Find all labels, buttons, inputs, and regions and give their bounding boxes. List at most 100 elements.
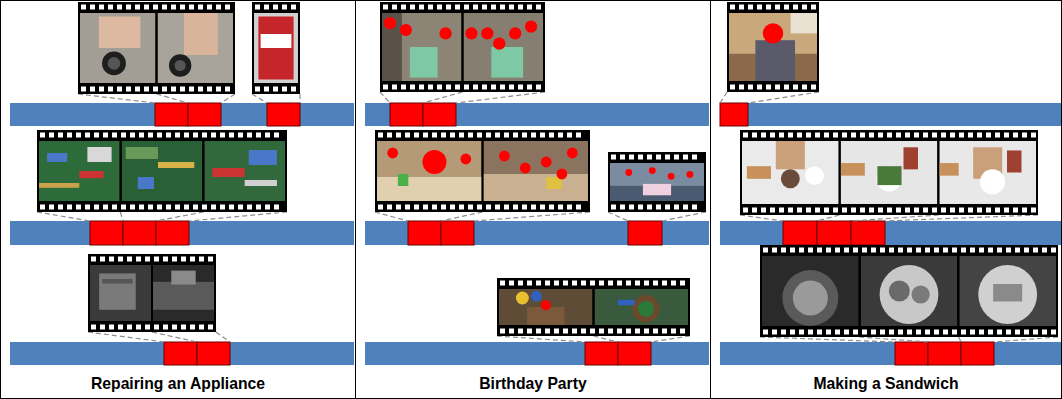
sprocket-hole (793, 85, 798, 90)
sprocket-hole (590, 329, 595, 334)
sprocket-hole (536, 5, 541, 10)
frame-detail (158, 162, 194, 168)
sprocket-hole (757, 5, 762, 10)
sprocket-hole (441, 133, 446, 138)
guide-line (423, 92, 463, 103)
sprocket-hole (925, 330, 930, 335)
sprocket-hole (216, 5, 221, 10)
filmstrip-body (380, 2, 545, 92)
sprocket-hole (647, 205, 652, 210)
sprocket-hole (486, 205, 491, 210)
sprocket-hole (558, 205, 563, 210)
filmstrip (727, 2, 819, 92)
sprocket-hole (99, 87, 104, 92)
frame-detail (782, 270, 838, 326)
sprocket-hole (811, 85, 816, 90)
sprocket-hole (970, 330, 975, 335)
sprocket-hole (85, 205, 90, 210)
guide-line (885, 215, 1038, 221)
filmstrip (37, 130, 287, 212)
sprocket-hole (1031, 208, 1036, 213)
sprocket-hole (282, 87, 287, 92)
filmstrip-body (497, 278, 690, 336)
sprocket-hole (274, 205, 279, 210)
sprocket-hole (797, 133, 802, 138)
sprocket-hole (509, 85, 514, 90)
sprocket-hole (662, 281, 667, 286)
sprocket-hole (193, 205, 198, 210)
sprocket-hole (247, 205, 252, 210)
sprocket-hole (518, 5, 523, 10)
sprocket-hole (871, 330, 876, 335)
frame-background (762, 256, 859, 326)
sprocket-hole (656, 205, 661, 210)
sprocket-hole (482, 85, 487, 90)
guide-line (474, 212, 590, 221)
sprocket-hole (898, 248, 903, 253)
selected-segment (90, 221, 123, 245)
sprocket-hole (108, 5, 113, 10)
sprocket-hole (238, 205, 243, 210)
guide-line (859, 337, 928, 342)
video-frame (158, 13, 234, 83)
sprocket-hole (495, 133, 500, 138)
frame-detail (398, 174, 408, 186)
frame-detail (793, 281, 828, 316)
sprocket-hole (896, 133, 901, 138)
video-frame (90, 265, 151, 321)
sprocket-hole (934, 330, 939, 335)
sprocket-hole (576, 133, 581, 138)
sprocket-hole (563, 281, 568, 286)
frame-detail (138, 177, 154, 189)
sprocket-hole (1006, 248, 1011, 253)
sprocket-hole (180, 87, 185, 92)
frame-detail (556, 169, 567, 180)
frame-detail (791, 13, 817, 33)
frame-detail (102, 52, 126, 76)
frame-detail (258, 17, 293, 80)
sprocket-hole (477, 133, 482, 138)
frame-background (122, 141, 203, 201)
sprocket-hole (752, 208, 757, 213)
frame-detail (781, 169, 800, 188)
sprocket-hole (199, 257, 204, 262)
sprocket-hole (799, 248, 804, 253)
sprocket-hole (808, 248, 813, 253)
sprocket-hole (1022, 208, 1027, 213)
frame-detail (493, 37, 505, 49)
panel-caption: Repairing an Appliance (1, 374, 355, 394)
sprocket-hole (67, 205, 72, 210)
sprocket-hole (997, 330, 1002, 335)
sprocket-hole (581, 281, 586, 286)
sprocket-hole (527, 85, 532, 90)
sprocket-hole (608, 281, 613, 286)
sprocket-hole (968, 208, 973, 213)
sprocket-hole (779, 133, 784, 138)
frame-background (153, 265, 214, 321)
sprocket-hole (988, 330, 993, 335)
sprocket-hole (907, 330, 912, 335)
sprocket-hole (761, 208, 766, 213)
sprocket-hole (671, 281, 676, 286)
sprocket-hole (198, 5, 203, 10)
sprocket-hole (208, 257, 213, 262)
frame-detail (686, 171, 693, 178)
sprocket-hole (833, 208, 838, 213)
sprocket-hole (763, 248, 768, 253)
sprocket-hole (273, 87, 278, 92)
sprocket-hole (90, 5, 95, 10)
filmstrip (380, 2, 545, 92)
sprocket-hole (629, 205, 634, 210)
guide-line (189, 212, 287, 221)
sprocket-hole (410, 85, 415, 90)
sprocket-hole (1004, 208, 1009, 213)
sprocket-hole (878, 133, 883, 138)
sprocket-hole (563, 329, 568, 334)
sprocket-hole (482, 5, 487, 10)
sprocket-hole (549, 205, 554, 210)
sprocket-hole (410, 5, 415, 10)
selected-segment (817, 221, 851, 245)
frame-detail (638, 301, 654, 317)
selected-segment (156, 221, 189, 245)
